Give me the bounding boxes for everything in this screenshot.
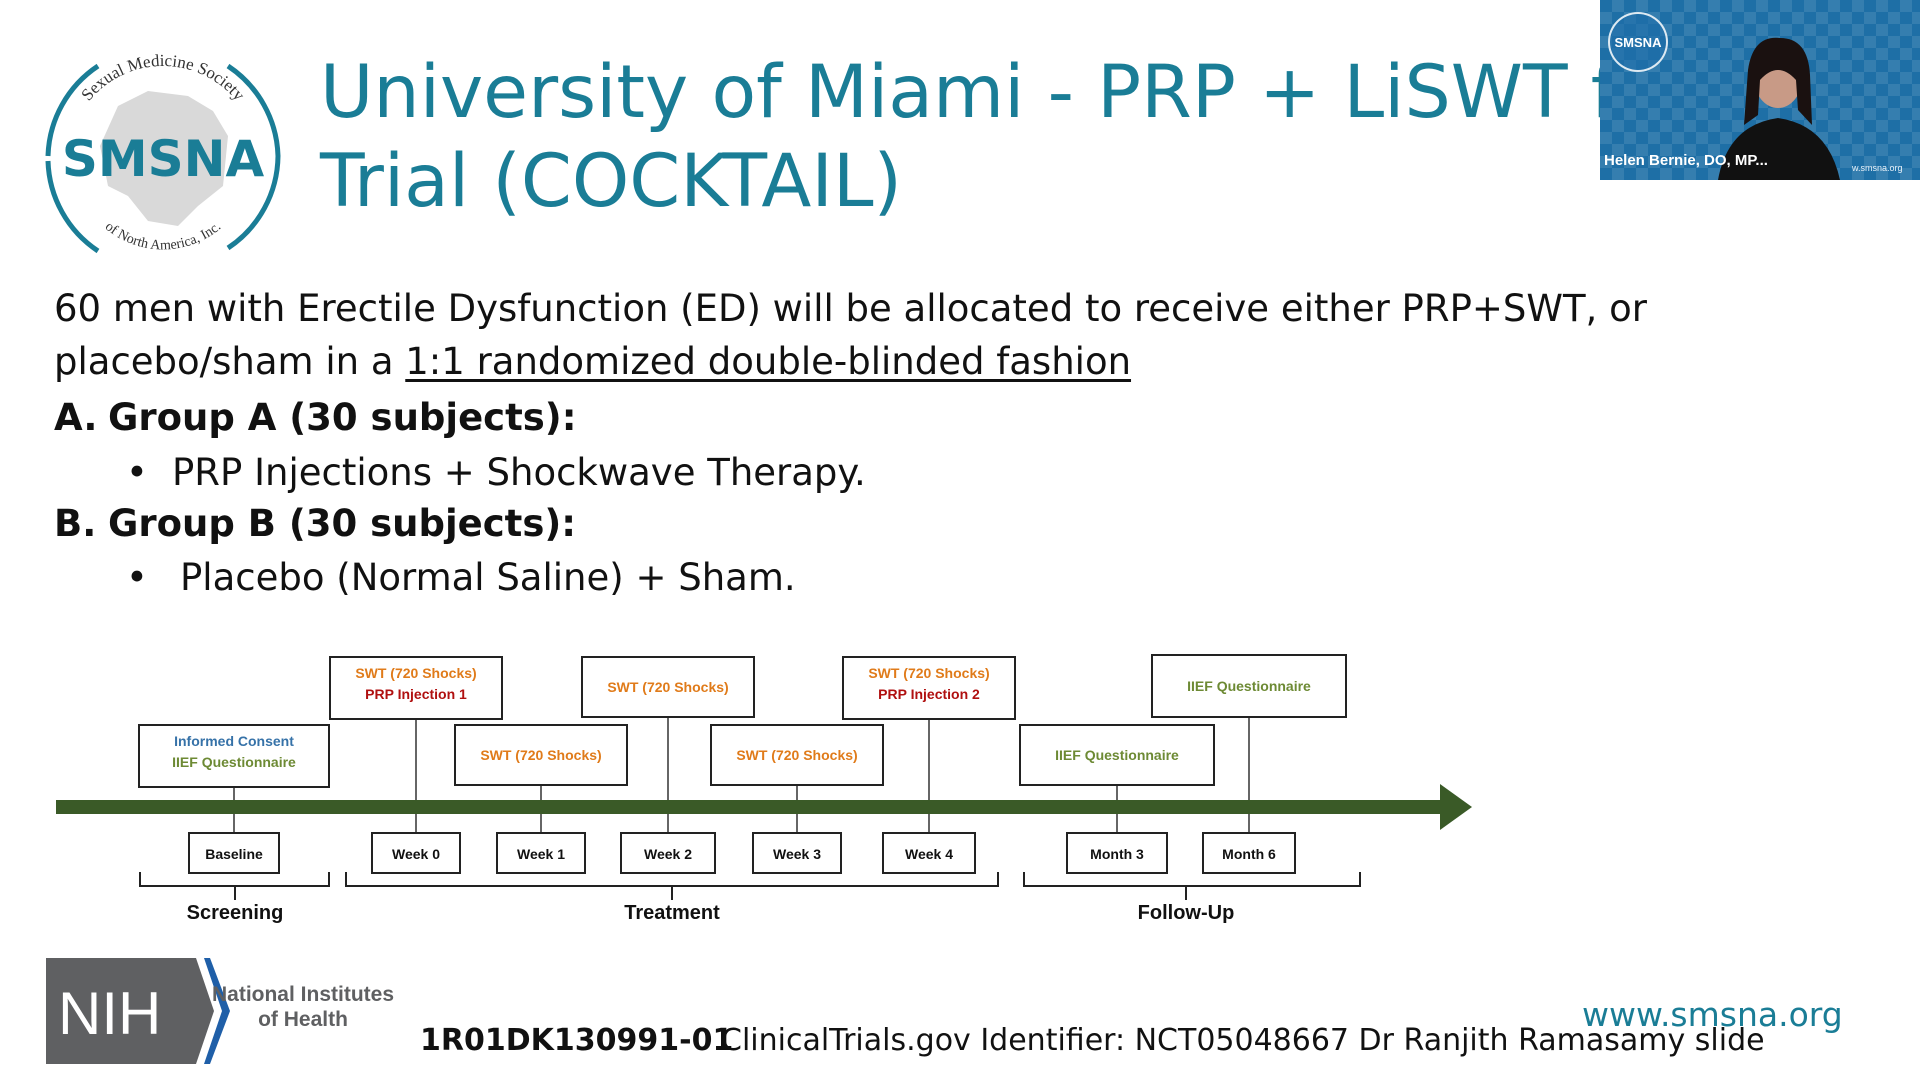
- milestone-event-box: [454, 724, 628, 786]
- footer-grant-number: 1R01DK130991-01: [420, 1023, 734, 1058]
- body-line-1: 60 men with Erectile Dysfunction (ED) wi…: [54, 287, 1647, 330]
- speaker-name: Helen Bernie, DO, MP...: [1604, 152, 1768, 169]
- body-line-2-prefix: placebo/sham in a: [54, 340, 406, 383]
- timeline-arrow-shaft: [56, 800, 1446, 814]
- group-b-bullet-text: Placebo (Normal Saline) + Sham.: [180, 556, 796, 599]
- milestone-event-box: [138, 724, 330, 788]
- milestone-event-text: SWT (720 Shocks): [355, 665, 476, 681]
- slide-title-line-2: Trial (COCKTAIL): [320, 139, 903, 224]
- milestone-label: Month 6: [1222, 846, 1276, 862]
- milestone-event-text: IIEF Questionnaire: [1187, 678, 1311, 694]
- video-smsna-badge-icon: SMSNA: [1608, 12, 1668, 72]
- milestone-event-text: Informed Consent: [174, 733, 294, 749]
- milestone-label-box: [1066, 832, 1168, 874]
- milestone-label-box: [496, 832, 586, 874]
- milestone-label-box: [371, 832, 461, 874]
- milestone-event-text: PRP Injection 2: [878, 686, 980, 702]
- milestone-label: Week 1: [517, 846, 565, 862]
- bullet-icon: •: [126, 451, 148, 494]
- video-watermark-url: w.smsna.org: [1852, 163, 1903, 173]
- milestone-label: Baseline: [205, 846, 263, 862]
- body-line-2: placebo/sham in a 1:1 randomized double-…: [54, 343, 1131, 380]
- bullet-icon: •: [126, 556, 148, 599]
- logo-org: SMSNA: [62, 130, 265, 188]
- milestone-event-text: PRP Injection 1: [365, 686, 467, 702]
- group-b-text: Group B (30 subjects):: [108, 502, 577, 545]
- milestone-label-box: [620, 832, 716, 874]
- body-line-2-underlined: 1:1 randomized double-blinded fashion: [405, 340, 1132, 383]
- group-a-label: A.: [54, 396, 98, 439]
- phase-bracket: [139, 872, 330, 900]
- nih-logo: NIH National Institutes of Health: [46, 958, 394, 1064]
- milestone-label-box: [1202, 832, 1296, 874]
- milestone-label: Week 4: [905, 846, 953, 862]
- milestone-label-box: [188, 832, 280, 874]
- group-b-bullet: • Placebo (Normal Saline) + Sham.: [126, 556, 796, 599]
- milestone-label-box: [882, 832, 976, 874]
- phase-bracket: [345, 872, 999, 900]
- milestone-label-box: [752, 832, 842, 874]
- group-a-text: Group A (30 subjects):: [108, 396, 577, 439]
- milestone-event-text: SWT (720 Shocks): [480, 747, 601, 763]
- smsna-logo: Sexual Medicine Society of North America…: [45, 51, 281, 254]
- milestone-event-box: [710, 724, 884, 786]
- speaker-silhouette-icon: [1718, 37, 1840, 180]
- footer-website-url: www.smsna.org: [1582, 995, 1843, 1034]
- milestone-event-box: [842, 656, 1016, 720]
- milestone-event-text: IIEF Questionnaire: [172, 754, 296, 770]
- milestone-event-text: SWT (720 Shocks): [736, 747, 857, 763]
- milestone-label: Week 3: [773, 846, 821, 862]
- group-b-label: B.: [54, 502, 97, 545]
- phase-label: Follow-Up: [1138, 902, 1235, 924]
- timeline-arrow-head: [1440, 784, 1472, 830]
- group-a-bullet: • PRP Injections + Shockwave Therapy.: [126, 451, 866, 494]
- milestone-event-box: [1151, 654, 1347, 718]
- phase-label: Treatment: [624, 902, 720, 924]
- milestone-event-text: SWT (720 Shocks): [607, 679, 728, 695]
- milestone-event-text: IIEF Questionnaire: [1055, 747, 1179, 763]
- nih-name-line-2: of Health: [258, 1008, 348, 1031]
- nih-name-line-1: National Institutes: [212, 983, 394, 1006]
- milestone-event-box: [329, 656, 503, 720]
- phase-bracket: [1023, 872, 1361, 900]
- speaker-video-tile[interactable]: SMSNA Helen Bernie, DO, MP... w.smsna.or…: [1600, 0, 1920, 180]
- phase-label: Screening: [187, 902, 284, 924]
- logo-arc-bottom: of North America, Inc.: [102, 219, 224, 253]
- footer-trial-identifier: ClinicalTrials.gov Identifier: NCT050486…: [721, 1023, 1765, 1058]
- nih-abbr: NIH: [58, 980, 161, 1047]
- milestone-event-box: [581, 656, 755, 718]
- milestone-label: Month 3: [1090, 846, 1144, 862]
- milestone-event-text: SWT (720 Shocks): [868, 665, 989, 681]
- milestone-label: Week 0: [392, 846, 440, 862]
- group-a-heading: A.Group A (30 subjects):: [54, 396, 577, 439]
- slide-title-line-1: University of Miami - PRP + LiSWT for: [320, 50, 1692, 135]
- group-b-heading: B. Group B (30 subjects):: [54, 502, 576, 545]
- group-a-bullet-text: PRP Injections + Shockwave Therapy.: [172, 451, 866, 494]
- milestone-event-box: [1019, 724, 1215, 786]
- milestone-label: Week 2: [644, 846, 692, 862]
